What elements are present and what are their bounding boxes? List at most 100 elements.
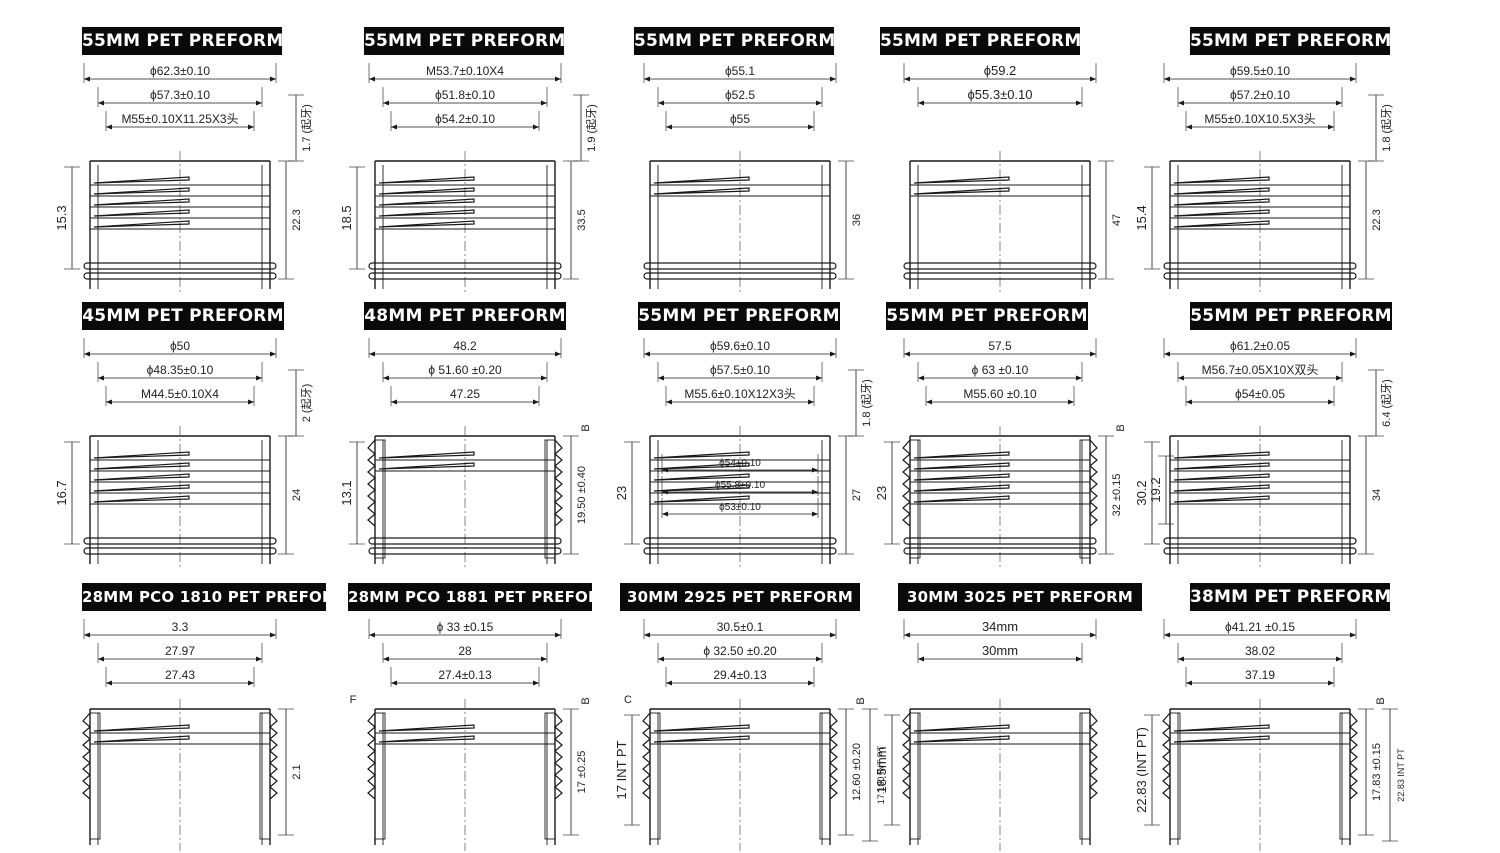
dim-d3-arrow	[106, 399, 112, 405]
wall-section	[909, 439, 921, 559]
dim-d1-arrow	[84, 351, 90, 357]
dim-h1-label: 23	[874, 486, 889, 500]
drawing-group: M53.7±0.10X4ϕ51.8±0.10ϕ54.2±0.1018.51.9 …	[339, 63, 598, 295]
dim-d5-label: ϕ55.8±0.10	[715, 480, 765, 491]
dim-d2-label: 38.02	[1245, 644, 1275, 658]
drawing-group: ϕ59.5±0.10ϕ57.2±0.10M55±0.10X10.5X3头15.4…	[1134, 63, 1393, 295]
dim-d2-label: 27.97	[165, 644, 195, 658]
thread-lead	[93, 735, 190, 743]
dim-d2-label: ϕ57.5±0.10	[710, 363, 770, 377]
dim-d2-label: ϕ 63 ±0.10	[972, 363, 1029, 377]
dim-d1-label: ϕ 33 ±0.15	[437, 620, 494, 634]
thread-lead	[93, 220, 190, 228]
dim-h3-label: 2.1	[291, 764, 303, 779]
dim-d1-label: ϕ59.2	[984, 63, 1017, 78]
dim-d3-label: 37.19	[1245, 668, 1275, 682]
thread-lead	[1173, 735, 1270, 743]
dim-d5-arrow	[662, 489, 668, 495]
dim-d2-arrow	[918, 375, 924, 381]
dim-d2-label: ϕ57.2±0.10	[1230, 88, 1290, 102]
datum-mark: B	[1115, 424, 1127, 431]
dim-d3-label: ϕ54.2±0.10	[435, 112, 495, 126]
thread-lead	[378, 735, 475, 743]
preform-drawing: ϕ59.2 ϕ55.3±0.10 47	[903, 63, 1123, 295]
dim-d1-arrow	[1164, 632, 1170, 638]
dim-d3-arrow	[106, 680, 112, 686]
dim-d2-arrow	[383, 100, 389, 106]
panel-title: 55MM PET PREFORM	[880, 27, 1080, 55]
preform-drawing: ϕ59.6±0.10ϕ57.5±0.10M55.6±0.10X12X3头ϕ54±…	[614, 338, 873, 570]
dim-d3-arrow	[666, 680, 672, 686]
thread-lead	[653, 462, 750, 470]
panel-title: 55MM PET PREFORM	[82, 27, 282, 55]
datum-mark: B	[580, 424, 592, 431]
dim-h4-label: 17.100 INT PT	[876, 745, 886, 804]
drawing-group: ϕ62.3±0.10ϕ57.3±0.10M55±0.10X11.25X3头15.…	[54, 63, 313, 295]
dim-h3-label: 22.3	[291, 209, 303, 230]
panel-title: 55MM PET PREFORM	[634, 27, 834, 55]
wall-section	[544, 439, 556, 559]
dim-d2-label: ϕ51.8±0.10	[435, 88, 495, 102]
support-ring	[1163, 272, 1357, 280]
dim-h3-label: 27	[851, 489, 863, 501]
thread-lead	[93, 198, 190, 206]
thread-profile	[902, 439, 911, 527]
dim-d1-arrow	[369, 351, 375, 357]
dim-d1-arrow	[644, 351, 650, 357]
support-ring	[1163, 262, 1357, 270]
dim-d3-arrow	[533, 399, 539, 405]
dim-d2-arrow	[98, 375, 104, 381]
dim-d2-label: ϕ48.35±0.10	[147, 363, 214, 377]
dim-d3-arrow	[1186, 124, 1192, 130]
wall-section	[1079, 712, 1091, 840]
wall-section	[89, 712, 101, 840]
dim-d3-label: 29.4±0.13	[713, 668, 767, 682]
datum-mark: B	[855, 697, 867, 704]
dim-d1-arrow	[555, 632, 561, 638]
dim-d2-label: ϕ55.3±0.10	[967, 87, 1032, 102]
dim-d3-label: M55±0.10X10.5X3头	[1204, 112, 1315, 126]
dim-d1-label: ϕ41.21 ±0.15	[1225, 620, 1295, 634]
dim-h2-label: 6.4 (起牙)	[1380, 379, 1393, 427]
datum-mark: B	[580, 697, 592, 704]
thread-lead	[653, 735, 750, 743]
dim-d4-label: ϕ54±0.10	[719, 458, 761, 469]
dim-h3-label: 47	[1111, 214, 1123, 226]
dim-d1-arrow	[369, 632, 375, 638]
dim-h3-label: 17 ±0.25	[576, 751, 588, 794]
dim-d1-arrow	[644, 632, 650, 638]
thread-lead	[93, 473, 190, 481]
dim-d2-arrow	[1076, 656, 1082, 662]
wall-section	[374, 439, 386, 559]
dim-d4-arrow	[812, 467, 818, 473]
thread-lead	[378, 198, 475, 206]
panel-title: 38MM PET PREFORM	[1190, 583, 1390, 611]
thread-lead	[1173, 220, 1270, 228]
dim-d1-arrow	[644, 76, 650, 82]
thread-profile	[554, 712, 563, 800]
dim-h2-label: 1.8 (起牙)	[860, 379, 873, 427]
dim-d1-arrow	[1090, 351, 1096, 357]
dim-d1-label: 3.3	[172, 620, 189, 634]
thread-profile	[1089, 439, 1098, 527]
support-ring	[368, 537, 562, 545]
dim-d1-arrow	[555, 351, 561, 357]
thread-lead	[93, 462, 190, 470]
support-ring	[83, 537, 277, 545]
dim-d2-arrow	[658, 656, 664, 662]
thread-lead	[1173, 176, 1270, 184]
dim-d3-arrow	[391, 399, 397, 405]
dim-d1-arrow	[84, 632, 90, 638]
dim-h1-label: 15.4	[1134, 205, 1149, 230]
